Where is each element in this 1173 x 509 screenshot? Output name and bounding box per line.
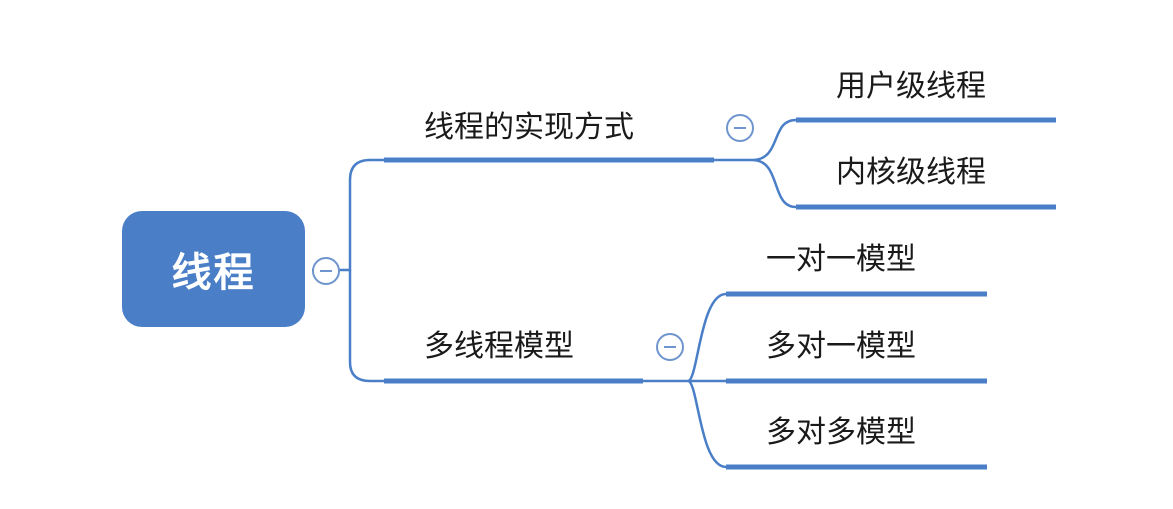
minus-circle-icon[interactable] [656, 333, 684, 361]
leaf-node-many-to-one[interactable]: 多对一模型 [766, 329, 916, 364]
root-node[interactable]: 线程 [122, 211, 305, 327]
minus-circle-icon[interactable] [726, 114, 754, 142]
root-node-label: 线程 [171, 250, 256, 296]
connector-branch-2-leaves [643, 292, 727, 469]
leaf-node-user-level-thread[interactable]: 用户级线程 [836, 69, 986, 104]
leaf-node-many-to-many[interactable]: 多对多模型 [766, 415, 916, 450]
branch-node-implementation[interactable]: 线程的实现方式 [424, 110, 634, 145]
connector-root-branch-1 [312, 158, 384, 272]
connector-root-branch-2 [348, 270, 384, 383]
branch-node-multithread-models[interactable]: 多线程模型 [424, 329, 574, 364]
connector-branch-1-leaves [714, 118, 797, 209]
leaf-node-kernel-level-thread[interactable]: 内核级线程 [836, 155, 986, 190]
leaf-node-one-to-one[interactable]: 一对一模型 [766, 242, 916, 277]
minus-circle-icon[interactable] [312, 257, 340, 285]
